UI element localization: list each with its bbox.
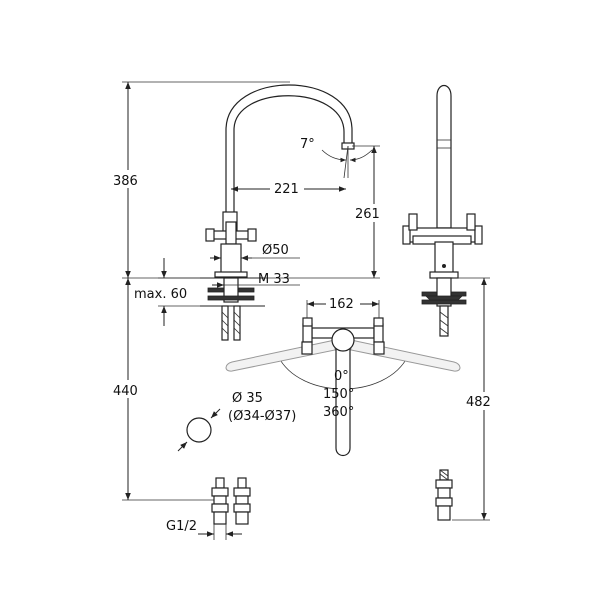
faucet-base <box>220 243 242 277</box>
dim-261: 261 <box>355 207 380 222</box>
angle-7: 7° <box>300 137 315 152</box>
dim-dia34-37: (Ø34-Ø37) <box>228 409 296 424</box>
angle-0: 0° <box>334 369 349 384</box>
front-view: 386 440 221 261 7° Ø50 M 33 <box>108 81 392 501</box>
front-connectors: G1/2 <box>166 477 251 540</box>
handle-left-top <box>301 317 313 355</box>
dim-max60: max. 60 <box>134 287 187 302</box>
dim-dia50: Ø50 <box>262 243 289 258</box>
dim-g12: G1/2 <box>166 519 197 534</box>
supply-hoses <box>221 305 241 341</box>
top-body <box>331 328 355 352</box>
side-spout <box>436 84 452 229</box>
side-connector <box>435 469 453 521</box>
mounting-hole-detail: Ø 35 (Ø34-Ø37) <box>177 391 296 452</box>
spout-top <box>335 344 351 457</box>
dim-440: 440 <box>113 384 138 399</box>
side-view: 482 <box>402 84 504 521</box>
angle-360: 360° <box>323 405 354 420</box>
top-view: 162 0° 150° 360° <box>225 296 461 457</box>
spout-ghost-left <box>225 339 336 372</box>
angle-150: 150° <box>323 387 354 402</box>
dim-dia35: Ø 35 <box>232 391 263 406</box>
dim-386: 386 <box>113 174 138 189</box>
handle-right-top <box>373 317 385 355</box>
dim-482: 482 <box>466 395 491 410</box>
dim-162: 162 <box>329 297 354 312</box>
dim-221: 221 <box>274 182 299 197</box>
dim-m33: M 33 <box>258 272 290 287</box>
cross-handle <box>205 221 257 245</box>
spout-ghost-right <box>350 339 461 372</box>
